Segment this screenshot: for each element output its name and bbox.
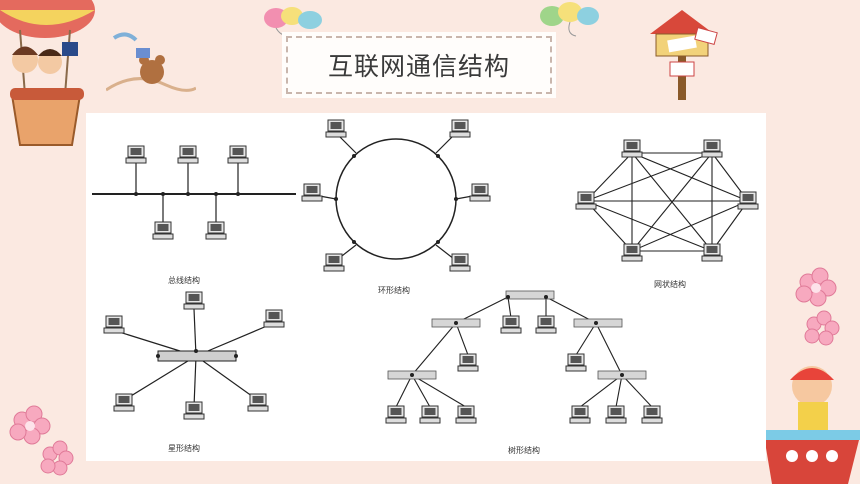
computer-icon [183, 291, 205, 310]
computer-icon [535, 315, 557, 334]
bus-caption: 总线结构 [168, 275, 200, 285]
topology-diagram: 总线结构 环形结构 网状结构 [92, 119, 759, 455]
computer-icon [263, 309, 285, 328]
computer-icon [449, 253, 471, 272]
balloon-icon [540, 2, 599, 37]
boat-kid-icon [764, 366, 860, 484]
tree-topology [395, 296, 653, 408]
ring-connectors [334, 154, 458, 244]
bear-icon [106, 32, 196, 92]
mesh-topology [585, 152, 749, 252]
page-title: 互联网通信结构 [327, 52, 510, 81]
title-box: 互联网通信结构 [286, 36, 552, 94]
computer-icon [125, 145, 147, 164]
computer-icon [419, 405, 441, 424]
computer-icon [385, 405, 407, 424]
mesh-caption: 网状结构 [654, 279, 686, 289]
computer-icon [641, 405, 663, 424]
tree-connectors [410, 295, 624, 377]
computer-icon [621, 139, 643, 158]
ring-topology [313, 134, 479, 260]
computer-icon [227, 145, 249, 164]
flower-icon [795, 267, 840, 346]
computer-icon [152, 221, 174, 240]
mailbox-icon [650, 10, 718, 100]
computer-icon [575, 191, 597, 210]
computer-icon [455, 405, 477, 424]
balloon-icon [264, 7, 322, 36]
tree-caption: 树形结构 [508, 445, 540, 455]
computer-icon [325, 119, 347, 138]
flower-icon [9, 405, 74, 476]
computer-icon [205, 221, 227, 240]
star-connectors [156, 349, 238, 358]
computer-icon [701, 243, 723, 262]
ring-caption: 环形结构 [378, 285, 410, 295]
computer-icon [701, 139, 723, 158]
star-caption: 星形结构 [168, 443, 200, 453]
kids-airship-icon [0, 0, 95, 146]
computer-icon [457, 353, 479, 372]
bus-connectors [134, 192, 240, 196]
computer-icon [323, 253, 345, 272]
computer-icon [113, 393, 135, 412]
computer-icon [183, 401, 205, 420]
computer-icon [301, 183, 323, 202]
computer-icon [605, 405, 627, 424]
computer-icon [103, 315, 125, 334]
bus-topology [92, 161, 296, 225]
topology-panel: 总线结构 环形结构 网状结构 [86, 113, 766, 461]
computer-icon [737, 191, 759, 210]
computer-icon [177, 145, 199, 164]
computer-icon [621, 243, 643, 262]
hub-icon [505, 290, 555, 300]
computer-icon [569, 405, 591, 424]
computer-icon [565, 353, 587, 372]
computer-icon [500, 315, 522, 334]
computer-icon [469, 183, 491, 202]
computer-icon [449, 119, 471, 138]
computer-icon [247, 393, 269, 412]
